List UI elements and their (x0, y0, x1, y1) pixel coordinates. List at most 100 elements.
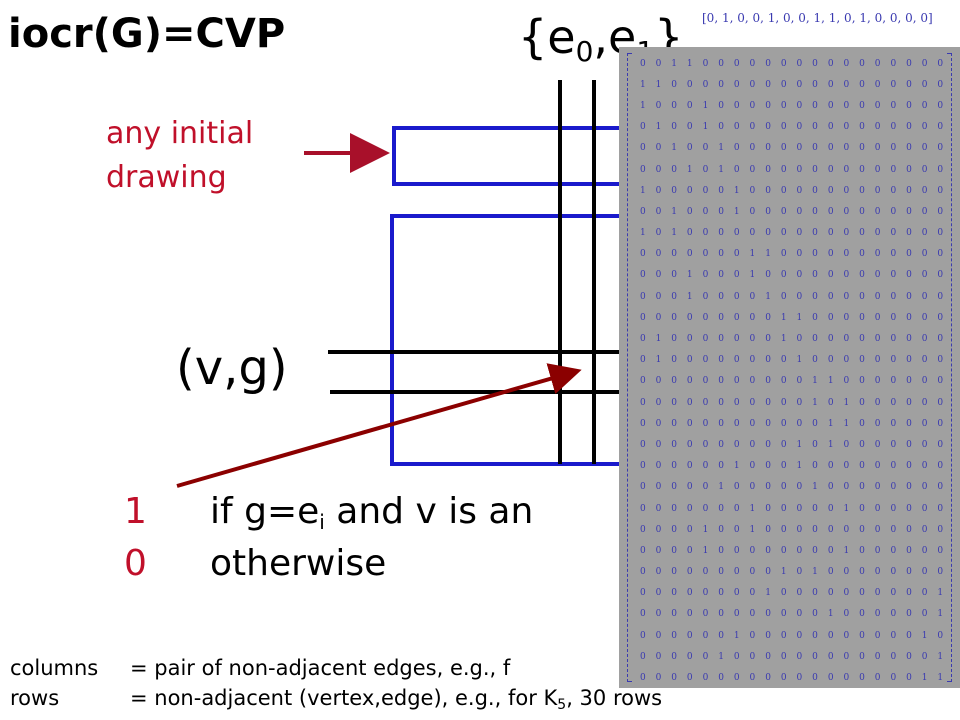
matrix-cell: 0 (686, 206, 693, 217)
matrix-cell: 1 (718, 651, 724, 662)
matrix-cell: 0 (796, 524, 803, 535)
matrix-cell: 0 (890, 567, 897, 578)
matrix-cell: 0 (859, 567, 865, 578)
matrix-cell: 0 (843, 376, 850, 387)
matrix-cell: 0 (843, 630, 850, 641)
matrix-cell: 0 (765, 143, 771, 154)
matrix-cell: 0 (765, 100, 771, 111)
matrix-cell: 0 (827, 270, 834, 281)
matrix-cell: 0 (906, 270, 912, 281)
matrix-cell: 0 (937, 122, 944, 133)
matrix-cell: 0 (921, 249, 928, 260)
matrix-cell: 0 (796, 651, 803, 662)
rule-one-text-after: and v is an (324, 491, 534, 532)
matrix-cell: 0 (780, 376, 787, 387)
matrix-cell: 0 (655, 58, 662, 69)
matrix-cell: 0 (780, 630, 787, 641)
matrix-cell: 0 (859, 122, 865, 133)
matrix-cell: 0 (765, 228, 771, 239)
matrix-cell: 0 (796, 58, 803, 69)
matrix-cell: 0 (812, 312, 818, 323)
matrix-cell: 0 (921, 397, 928, 408)
matrix-cell: 0 (796, 376, 803, 387)
matrix-cell: 0 (937, 334, 944, 345)
matrix-cell: 0 (906, 228, 912, 239)
matrix-cell: 0 (702, 397, 709, 408)
matrix-cell: 1 (702, 524, 709, 535)
matrix-cell: 0 (906, 376, 912, 387)
matrix-cell: 0 (827, 630, 834, 641)
matrix-cell: 0 (921, 270, 928, 281)
matrix-cell: 0 (921, 545, 928, 556)
matrix-cell: 0 (906, 355, 912, 366)
matrix-cell: 0 (937, 439, 944, 450)
matrix-cell: 0 (859, 100, 865, 111)
matrix-cell: 0 (702, 270, 709, 281)
matrix-cell: 0 (827, 291, 834, 302)
matrix-cell: 0 (843, 79, 850, 90)
matrix-cell: 0 (812, 439, 818, 450)
matrix-cell: 0 (796, 545, 803, 556)
matrix-cell: 0 (780, 482, 787, 493)
matrix-cell: 0 (843, 588, 850, 599)
matrix-cell: 1 (686, 291, 693, 302)
matrix-cell: 0 (827, 482, 834, 493)
matrix-cell: 0 (749, 355, 756, 366)
matrix-cell: 0 (671, 122, 677, 133)
matrix-cell: 0 (921, 79, 928, 90)
matrix-cell: 1 (718, 482, 724, 493)
matrix-cell: 1 (686, 164, 693, 175)
initial-drawing-label: any initial drawing (106, 112, 253, 200)
matrix-cell: 0 (671, 439, 677, 450)
matrix-cell: 0 (859, 185, 865, 196)
matrix-cell: 0 (655, 651, 662, 662)
matrix-cell: 0 (780, 503, 787, 514)
matrix-cell: 0 (827, 588, 834, 599)
matrix-cell: 0 (796, 291, 803, 302)
matrix-cell: 0 (937, 482, 944, 493)
matrix-cell: 0 (639, 355, 646, 366)
matrix-cell: 0 (890, 588, 897, 599)
matrix-cell: 0 (765, 439, 771, 450)
matrix-cell: 1 (921, 673, 928, 684)
matrix-cell: 0 (671, 651, 677, 662)
matrix-cell: 0 (827, 334, 834, 345)
matrix-cell: 0 (859, 482, 865, 493)
matrix-cell: 0 (718, 334, 724, 345)
matrix-cell: 0 (639, 482, 646, 493)
matrix-cell: 0 (874, 249, 881, 260)
matrix-cell: 0 (702, 249, 709, 260)
matrix-cell: 0 (812, 58, 818, 69)
matrix-cell: 0 (921, 588, 928, 599)
matrix-cell: 1 (921, 630, 928, 641)
matrix-cell: 0 (874, 482, 881, 493)
matrix-cell: 0 (686, 79, 693, 90)
matrix-cell: 1 (812, 376, 818, 387)
matrix-cell: 0 (937, 249, 944, 260)
matrix-cell: 0 (765, 122, 771, 133)
matrix-cell: 1 (843, 503, 850, 514)
matrix-cell: 0 (937, 503, 944, 514)
matrix-cell: 0 (671, 588, 677, 599)
matrix-cell: 0 (655, 143, 662, 154)
matrix-cell: 0 (718, 673, 724, 684)
matrix-cell: 0 (749, 334, 756, 345)
matrix-cell: 0 (890, 630, 897, 641)
matrix-cell: 0 (639, 249, 646, 260)
matrix-cell: 0 (812, 249, 818, 260)
matrix-cell: 0 (859, 524, 865, 535)
matrix-cell: 0 (655, 439, 662, 450)
matrix-cell: 0 (655, 630, 662, 641)
matrix-cell: 0 (780, 545, 787, 556)
matrix-cell: 0 (796, 588, 803, 599)
matrix-cell: 0 (765, 651, 771, 662)
